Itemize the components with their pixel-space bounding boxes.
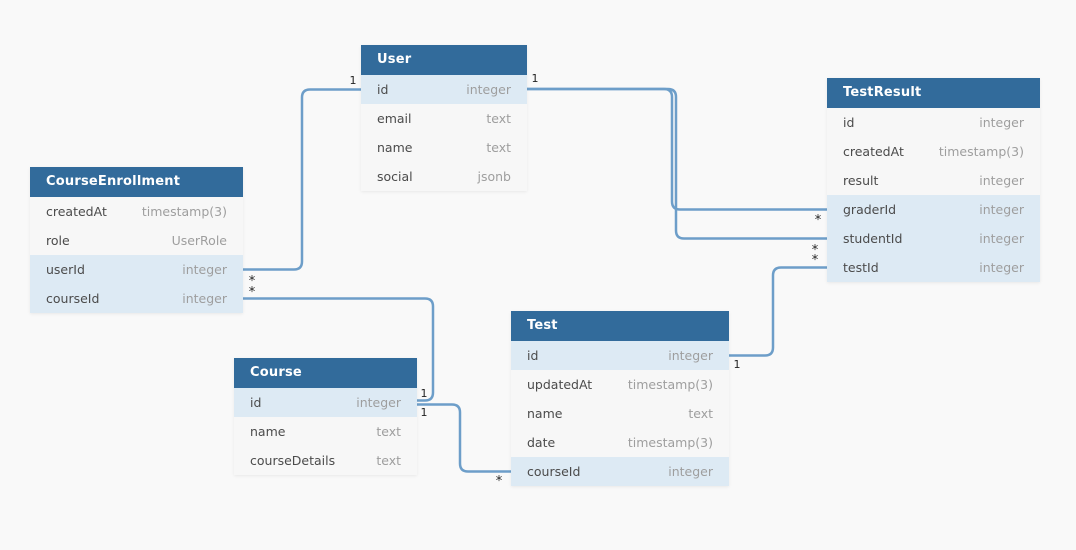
edge-user-id-to-courseenrollment-userid[interactable] xyxy=(243,88,361,271)
column-name: date xyxy=(527,435,556,450)
column-name: courseId xyxy=(527,464,581,479)
column-type: integer xyxy=(356,395,401,410)
cardinality-label-user-left: 1 xyxy=(350,74,357,87)
table-test-result-row-createdat: createdAt timestamp(3) xyxy=(827,137,1040,166)
column-name: updatedAt xyxy=(527,377,593,392)
column-name: courseId xyxy=(46,291,100,306)
table-course-enrollment-row-courseid: courseId integer xyxy=(30,284,243,313)
column-name: graderId xyxy=(843,202,897,217)
table-user[interactable]: User id integer email text name text soc… xyxy=(361,45,527,191)
column-type: integer xyxy=(182,291,227,306)
edge-courseenrollment-courseid-to-course-id[interactable] xyxy=(243,297,435,402)
table-course-enrollment-header[interactable]: CourseEnrollment xyxy=(30,167,243,197)
edge-test-id-to-testresult-testid[interactable] xyxy=(729,266,827,357)
cardinality-label-user-right: 1 xyxy=(532,72,539,85)
column-type: integer xyxy=(979,115,1024,130)
table-user-row-email: email text xyxy=(361,104,527,133)
column-type: integer xyxy=(466,82,511,97)
table-user-row-id: id integer xyxy=(361,75,527,104)
column-name: name xyxy=(250,424,286,439)
column-name: id xyxy=(250,395,262,410)
table-test-row-updatedat: updatedAt timestamp(3) xyxy=(511,370,729,399)
table-course-enrollment-row-userid: userId integer xyxy=(30,255,243,284)
table-test-row-id: id integer xyxy=(511,341,729,370)
table-test-result-header[interactable]: TestResult xyxy=(827,78,1040,108)
column-type: timestamp(3) xyxy=(938,144,1024,159)
table-test-result-row-testid: testId integer xyxy=(827,253,1040,282)
column-type: text xyxy=(486,140,511,155)
column-name: createdAt xyxy=(843,144,904,159)
table-course-row-id: id integer xyxy=(234,388,417,417)
column-name: name xyxy=(377,140,413,155)
column-name: email xyxy=(377,111,412,126)
table-test-result-row-result: result integer xyxy=(827,166,1040,195)
table-test[interactable]: Test id integer updatedAt timestamp(3) n… xyxy=(511,311,729,486)
cardinality-label-tr-graderid: * xyxy=(815,213,822,228)
table-test-result[interactable]: TestResult id integer createdAt timestam… xyxy=(827,78,1040,282)
column-type: UserRole xyxy=(171,233,227,248)
edge-user-id-to-testresult-studentid[interactable] xyxy=(527,87,827,240)
column-type: integer xyxy=(668,464,713,479)
column-type: integer xyxy=(979,231,1024,246)
column-name: testId xyxy=(843,260,879,275)
cardinality-label-tr-studentid: * xyxy=(812,243,819,258)
table-user-row-name: name text xyxy=(361,133,527,162)
column-type: integer xyxy=(979,173,1024,188)
column-type: timestamp(3) xyxy=(141,204,227,219)
table-test-row-courseid: courseId integer xyxy=(511,457,729,486)
column-type: text xyxy=(486,111,511,126)
table-course[interactable]: Course id integer name text courseDetail… xyxy=(234,358,417,475)
column-name: createdAt xyxy=(46,204,107,219)
column-type: text xyxy=(376,424,401,439)
column-name: id xyxy=(377,82,389,97)
column-name: userId xyxy=(46,262,85,277)
column-type: integer xyxy=(979,260,1024,275)
cardinality-label-ce-userid: * xyxy=(249,274,256,289)
column-name: id xyxy=(527,348,539,363)
column-name: courseDetails xyxy=(250,453,336,468)
table-test-row-name: name text xyxy=(511,399,729,428)
column-type: jsonb xyxy=(477,169,512,184)
table-course-enrollment-row-role: role UserRole xyxy=(30,226,243,255)
table-course-row-name: name text xyxy=(234,417,417,446)
column-name: result xyxy=(843,173,879,188)
cardinality-label-course-id-top: 1 xyxy=(421,387,428,400)
column-type: text xyxy=(376,453,401,468)
cardinality-label-ce-courseid: * xyxy=(249,285,256,300)
table-test-row-date: date timestamp(3) xyxy=(511,428,729,457)
cardinality-label-tr-testid: * xyxy=(812,253,819,268)
column-type: integer xyxy=(979,202,1024,217)
table-course-row-coursedetails: courseDetails text xyxy=(234,446,417,475)
column-name: role xyxy=(46,233,70,248)
table-test-result-row-studentid: studentId integer xyxy=(827,224,1040,253)
table-course-header[interactable]: Course xyxy=(234,358,417,388)
column-type: integer xyxy=(182,262,227,277)
table-user-header[interactable]: User xyxy=(361,45,527,75)
table-test-result-row-graderid: graderId integer xyxy=(827,195,1040,224)
cardinality-label-test-courseid: * xyxy=(496,474,503,489)
column-type: text xyxy=(688,406,713,421)
column-type: integer xyxy=(668,348,713,363)
table-course-enrollment[interactable]: CourseEnrollment createdAt timestamp(3) … xyxy=(30,167,243,313)
table-course-enrollment-row-createdat: createdAt timestamp(3) xyxy=(30,197,243,226)
column-name: name xyxy=(527,406,563,421)
table-test-result-row-id: id integer xyxy=(827,108,1040,137)
table-test-header[interactable]: Test xyxy=(511,311,729,341)
column-type: timestamp(3) xyxy=(627,435,713,450)
column-name: id xyxy=(843,115,855,130)
column-name: social xyxy=(377,169,413,184)
edge-course-id-to-test-courseid[interactable] xyxy=(417,403,511,473)
cardinality-label-course-id-bottom: 1 xyxy=(421,406,428,419)
column-name: studentId xyxy=(843,231,903,246)
cardinality-label-test-id: 1 xyxy=(734,358,741,371)
table-user-row-social: social jsonb xyxy=(361,162,527,191)
column-type: timestamp(3) xyxy=(627,377,713,392)
